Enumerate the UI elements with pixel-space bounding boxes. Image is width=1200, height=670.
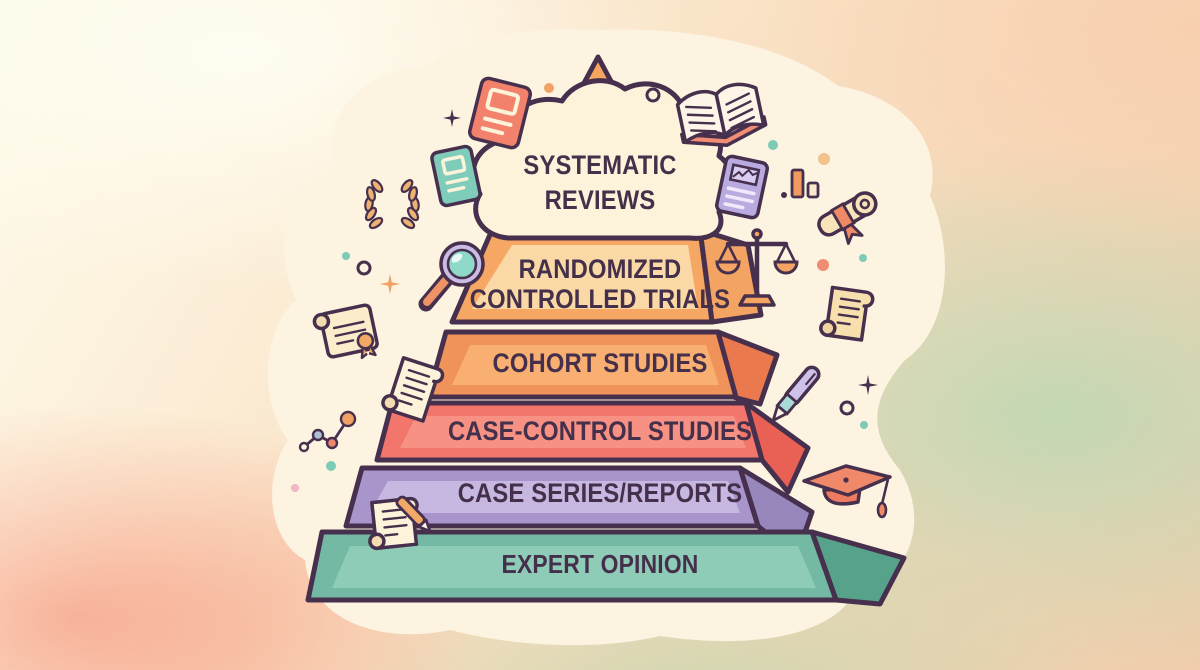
closed-book-red-icon xyxy=(467,76,533,150)
line-chart-dots-icon xyxy=(298,410,357,453)
label-expert-opinion: EXPERT OPINION xyxy=(501,549,699,579)
scroll-icon xyxy=(381,356,445,423)
label-case-series-reports: CASE SERIES/REPORTS xyxy=(457,478,743,508)
label-rct-line1: RANDOMIZED xyxy=(518,254,682,284)
closed-book-teal-icon xyxy=(430,144,482,208)
label-cohort-studies: COHORT STUDIES xyxy=(492,348,708,378)
scroll-with-pen-icon xyxy=(368,495,432,551)
sparkle-icon xyxy=(443,109,461,127)
certificate-icon xyxy=(312,303,379,360)
scales-of-justice-icon xyxy=(715,228,799,307)
graduation-cap-icon xyxy=(802,464,892,519)
open-book-icon xyxy=(675,82,768,148)
pen-icon xyxy=(771,365,821,422)
scroll-icon xyxy=(819,285,875,342)
magnifying-glass-icon xyxy=(418,241,485,312)
bar-chart-icon xyxy=(781,168,820,199)
label-rct-line2: CONTROLLED TRIALS xyxy=(469,284,731,314)
label-case-control-studies: CASE-CONTROL STUDIES xyxy=(447,416,753,446)
level-expert-opinion xyxy=(305,529,907,607)
document-chart-icon xyxy=(715,154,769,220)
label-systematic-line2: REVIEWS xyxy=(544,185,656,215)
diploma-scroll-icon xyxy=(817,191,878,245)
label-systematic-line1: SYSTEMATIC xyxy=(523,150,677,180)
dot-icon xyxy=(291,83,868,492)
sparkle-icon xyxy=(380,274,400,294)
sparkle-icon xyxy=(858,375,878,395)
laurel-wreath-icon xyxy=(364,179,420,230)
level-case-control-studies xyxy=(374,400,811,495)
